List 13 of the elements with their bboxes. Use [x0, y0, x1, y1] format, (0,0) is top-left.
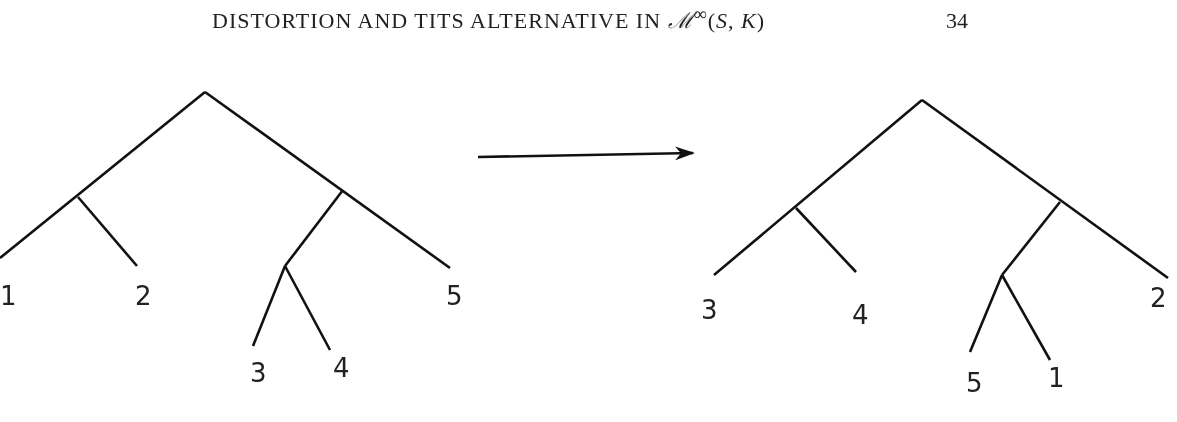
leaf-label: 5 [966, 370, 983, 396]
leaf-label: 1 [0, 283, 17, 309]
leaf-label: 3 [701, 297, 718, 323]
leaf-label: 4 [852, 302, 869, 328]
leaf-label: 4 [333, 355, 350, 381]
arrow [477, 146, 695, 161]
page-header: DISTORTION AND TITS ALTERNATIVE IN ℳ$^{∞}$(S, K) [212, 4, 765, 35]
leaf-label: 3 [250, 360, 267, 386]
leaf-label: 2 [135, 283, 152, 309]
page-number: 34 [946, 8, 968, 34]
leaf-label: 1 [1048, 365, 1065, 391]
leaf-label: 2 [1150, 285, 1167, 311]
leaf-label: 5 [446, 283, 463, 309]
